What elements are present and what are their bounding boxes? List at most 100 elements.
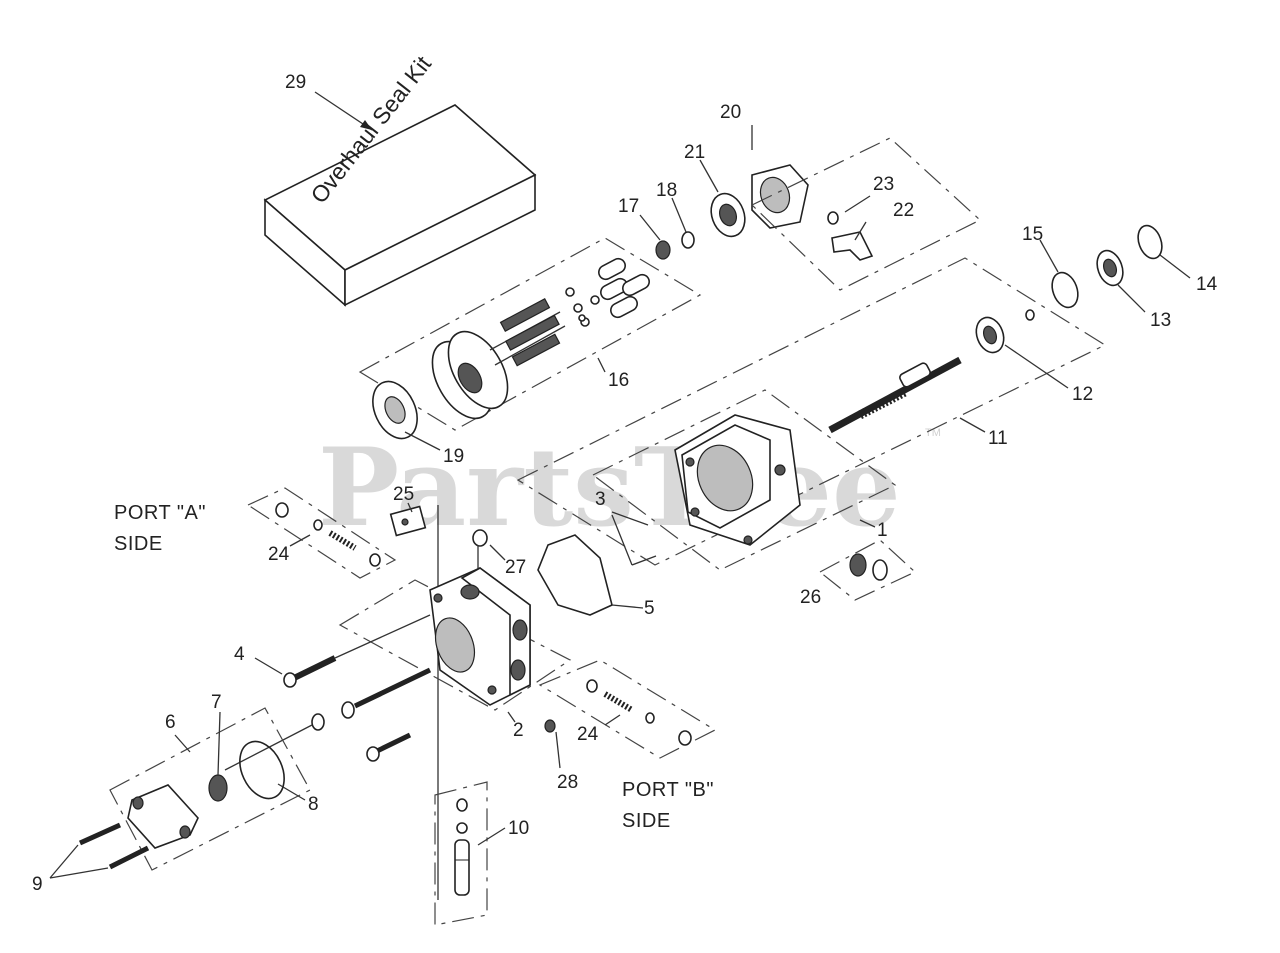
- port-b-label-line1: PORT "B": [622, 779, 714, 801]
- bolt-3[interactable]: [631, 555, 657, 566]
- leader-5: [611, 604, 644, 609]
- callout-13: 13: [1150, 310, 1171, 331]
- cover-6[interactable]: [127, 784, 199, 849]
- callout-5: 5: [644, 598, 655, 619]
- callout-24b: 24: [577, 724, 599, 745]
- port-a-label-line1: PORT "A": [114, 502, 206, 524]
- nut-17[interactable]: [655, 240, 671, 260]
- leader-28: [555, 731, 561, 769]
- washer-18[interactable]: [681, 231, 695, 249]
- leader-13: [1117, 284, 1146, 313]
- leader-1: [859, 519, 876, 528]
- callout-28: 28: [557, 772, 578, 793]
- callout-25: 25: [393, 484, 414, 505]
- plug-28[interactable]: [544, 719, 556, 733]
- bearing-21[interactable]: [705, 189, 750, 241]
- callout-1: 1: [877, 520, 888, 541]
- bounding-box-11: [516, 257, 1107, 566]
- callout-6: 6: [165, 712, 176, 733]
- bounding-box-24a: [246, 487, 397, 579]
- callout-20: 20: [720, 102, 741, 123]
- callout-16: 16: [608, 370, 629, 391]
- callout-11: 11: [988, 428, 1008, 449]
- bearing-12[interactable]: [972, 309, 1035, 356]
- port-b-label-line2: SIDE: [622, 810, 671, 832]
- rotating-group-16[interactable]: [420, 256, 651, 428]
- callout-26: 26: [800, 587, 821, 608]
- callout-27: 27: [505, 557, 526, 578]
- check-valve-24b[interactable]: [586, 679, 692, 746]
- bounding-box-1: [591, 389, 897, 571]
- leader-15: [1039, 239, 1059, 273]
- bounding-box-26: [818, 539, 917, 601]
- callout-18: 18: [656, 180, 677, 201]
- seal-13[interactable]: [1093, 247, 1128, 289]
- leader-9b: [49, 867, 109, 879]
- retaining-ring-14[interactable]: [1134, 222, 1166, 261]
- leader-17: [639, 214, 661, 241]
- callout-19: 19: [443, 446, 464, 467]
- leader-18: [671, 197, 687, 233]
- callout-15: 15: [1022, 224, 1043, 245]
- leader-22: [854, 221, 867, 241]
- callout-10: 10: [508, 818, 529, 839]
- leader-6: [174, 734, 191, 753]
- seal-26[interactable]: [849, 553, 888, 581]
- bounding-box-16: [358, 237, 702, 431]
- o-ring-8[interactable]: [231, 734, 293, 805]
- center-section-2[interactable]: [429, 567, 531, 706]
- main-housing-1[interactable]: [674, 414, 801, 546]
- leader-4: [254, 657, 283, 675]
- check-valve-24a[interactable]: [275, 502, 381, 567]
- leader-16: [597, 357, 606, 373]
- spacer-bolts[interactable]: [311, 667, 432, 762]
- gasket-5[interactable]: [537, 534, 613, 616]
- callout-4: 4: [234, 644, 245, 665]
- callout-2: 2: [513, 720, 524, 741]
- callout-17: 17: [618, 196, 639, 217]
- axis-line-4: [334, 614, 431, 659]
- leader-9a: [49, 844, 79, 879]
- callout-3: 3: [595, 489, 606, 510]
- leader-23: [844, 195, 871, 213]
- swashplate-20[interactable]: [751, 164, 809, 229]
- leader-3b: [611, 514, 633, 566]
- bolts-9[interactable]: [78, 822, 150, 870]
- callout-24a: 24: [268, 544, 290, 565]
- leader-11: [959, 417, 986, 433]
- input-shaft-11[interactable]: [828, 356, 962, 434]
- callout-7: 7: [211, 692, 222, 713]
- seal-23[interactable]: [827, 211, 839, 225]
- callout-21: 21: [684, 142, 705, 163]
- thrust-plate-19[interactable]: [364, 374, 426, 445]
- callout-12: 12: [1072, 384, 1093, 405]
- arrow-29: [360, 120, 372, 130]
- bolt-4[interactable]: [283, 655, 337, 688]
- leader-10: [477, 827, 506, 846]
- callout-9: 9: [32, 874, 43, 895]
- leader-27: [489, 544, 506, 561]
- callout-23: 23: [873, 174, 894, 195]
- leader-25: [407, 502, 413, 513]
- callout-8: 8: [308, 794, 319, 815]
- leader-7: [217, 711, 221, 776]
- leader-12: [1004, 344, 1069, 389]
- watermark-trademark: TM: [925, 427, 941, 439]
- snap-ring-15[interactable]: [1048, 269, 1083, 311]
- plate-25[interactable]: [389, 505, 427, 537]
- plug-27[interactable]: [472, 529, 488, 547]
- bounding-box-20: [750, 137, 982, 291]
- leader-19: [404, 431, 441, 451]
- leader-24a: [289, 534, 311, 547]
- trunnion-arm-22[interactable]: [831, 231, 874, 261]
- port-a-label-line2: SIDE: [114, 533, 163, 555]
- bypass-valve-10[interactable]: [454, 798, 470, 896]
- gerotor-7[interactable]: [208, 774, 228, 802]
- leader-2: [507, 711, 516, 723]
- bounding-box-10: [434, 781, 488, 926]
- callout-29: 29: [285, 72, 306, 93]
- callout-14: 14: [1196, 274, 1218, 295]
- leader-14: [1159, 254, 1191, 279]
- bounding-box-2: [338, 579, 572, 711]
